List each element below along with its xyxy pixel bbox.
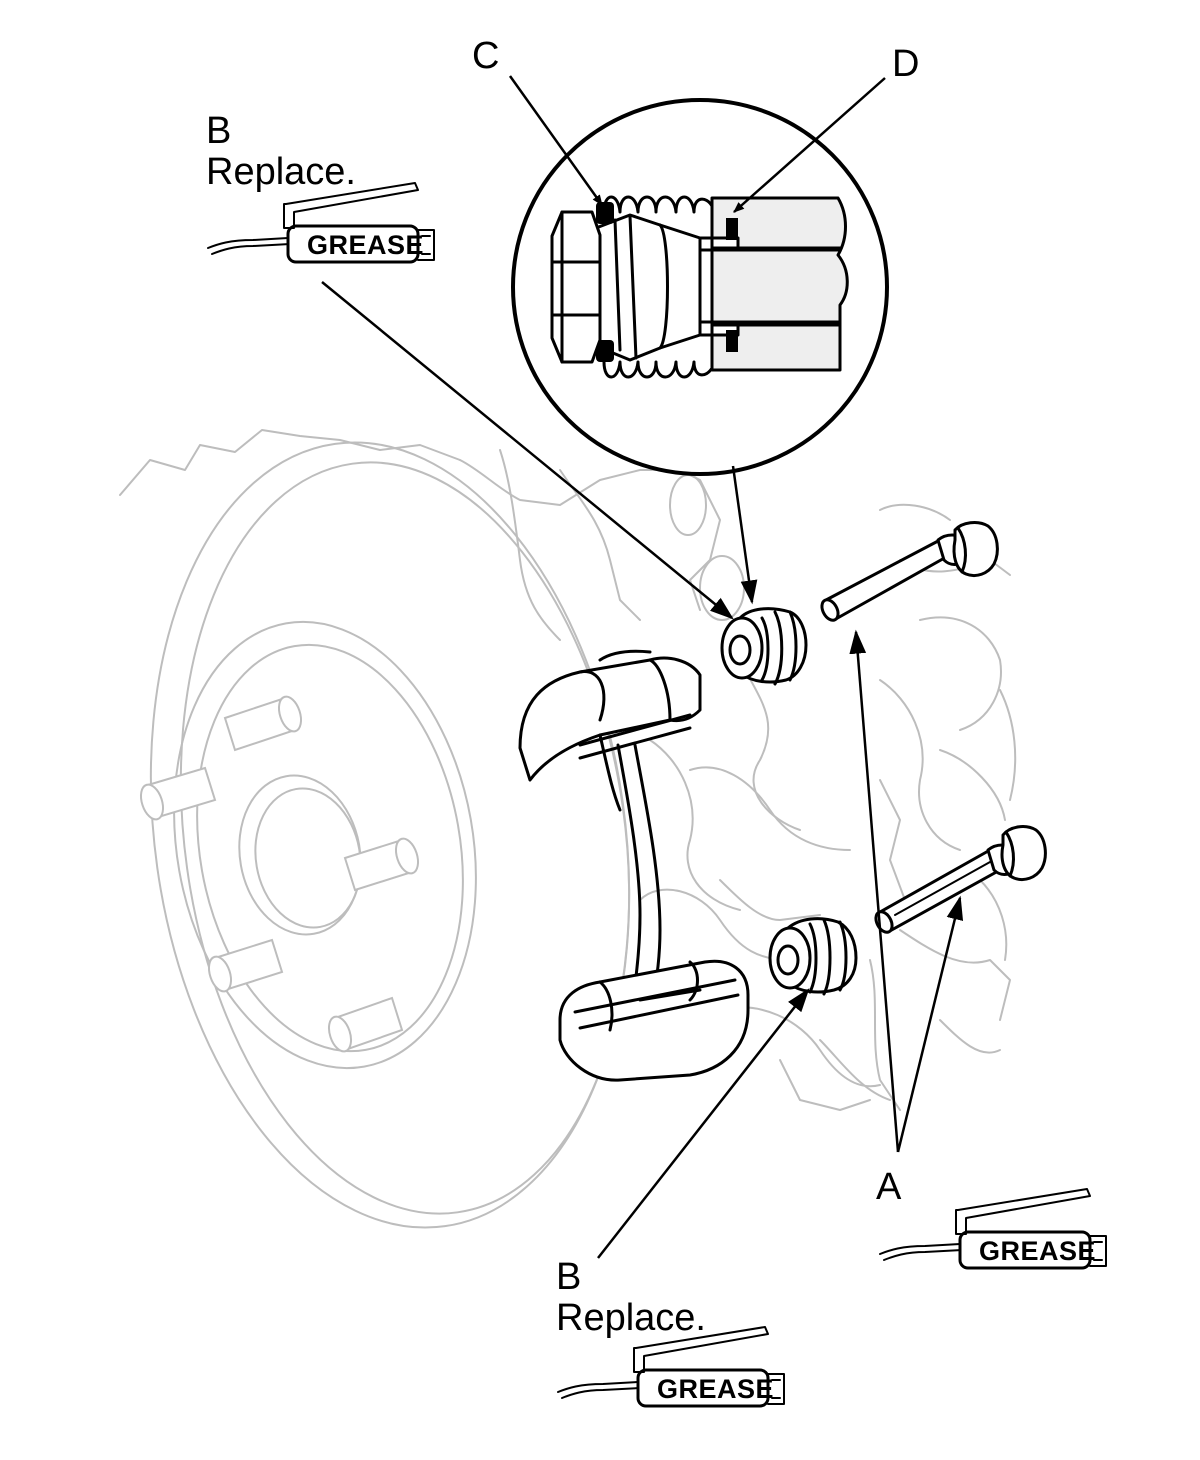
callout-note-b-top: Replace. [206, 151, 356, 193]
rotor-and-knuckle-background [119, 429, 1017, 1229]
upper-pin-boot [720, 607, 808, 686]
callout-letter-d: D [892, 43, 919, 85]
leader-b-bottom [597, 988, 810, 1259]
brake-rotor-edge [179, 461, 631, 1215]
callout-letter-b-bottom: B [556, 1256, 581, 1298]
brake-pad-retainer-clip [518, 649, 750, 1082]
wheel-stud [327, 996, 404, 1053]
leader-b-top [321, 281, 734, 620]
grease-tube-icon: GREASE [878, 1187, 1108, 1270]
leader-c [508, 75, 604, 206]
pin-boot-bellows-bottom [602, 352, 714, 379]
callout-letter-a: A [876, 1166, 902, 1208]
callout-note-b-bottom: Replace. [556, 1297, 706, 1339]
lower-guide-pin [874, 825, 1047, 934]
rotor-hat [173, 620, 477, 1070]
leader-a-upper [849, 629, 900, 1153]
leader-a-lower [896, 895, 964, 1153]
pin-boot-bellows-top [602, 195, 714, 222]
hub-bore [238, 774, 362, 936]
boot-seal-c-bottom [596, 340, 614, 362]
wheel-stud [207, 938, 284, 993]
wheel-stud [139, 766, 217, 821]
bore-seal-d-bottom [726, 330, 738, 352]
detail-arrow [731, 465, 758, 605]
lower-pin-boot [768, 917, 858, 996]
upper-guide-pin [820, 521, 999, 622]
boot-seal-detail-view [511, 98, 889, 476]
grease-tube-icon: GREASE [206, 181, 436, 264]
callout-letter-b-top: B [206, 110, 231, 152]
svg-text:GREASE: GREASE [979, 1236, 1096, 1266]
svg-text:GREASE: GREASE [307, 230, 424, 260]
boot-seal-c-top [596, 202, 614, 224]
svg-text:GREASE: GREASE [657, 1374, 774, 1404]
pin-hex-head [550, 210, 602, 364]
wheel-stud [343, 837, 420, 892]
rotor-hat-inner [196, 643, 464, 1053]
grease-tube-icon: GREASE [556, 1325, 786, 1408]
hub-bore-inner [254, 787, 362, 929]
bore-seal-d-top [726, 218, 738, 240]
brake-rotor-outer [149, 441, 631, 1229]
wheel-stud [223, 695, 303, 752]
callout-letter-c: C [472, 35, 499, 77]
leader-d [733, 77, 886, 213]
